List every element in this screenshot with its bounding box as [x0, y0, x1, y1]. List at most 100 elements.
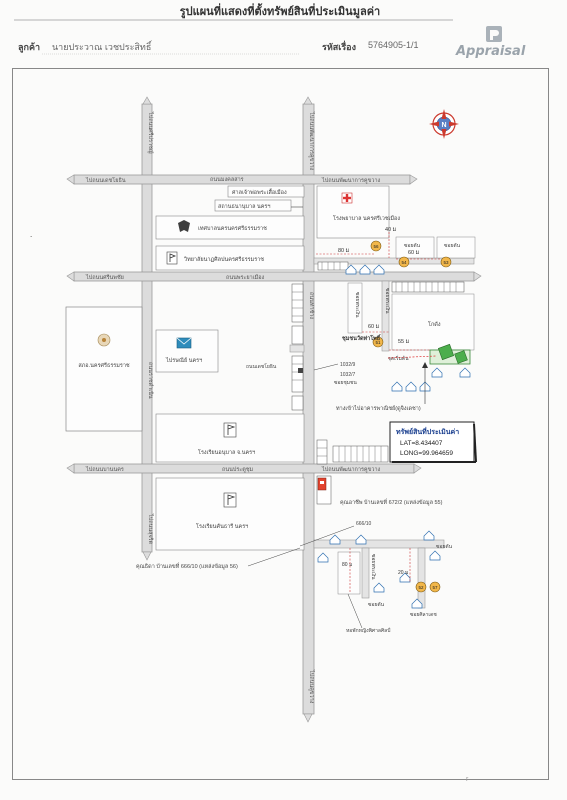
lane-bottom-branch-1 [361, 547, 370, 599]
post-office-block [155, 329, 219, 373]
distance-20: 20 ม [398, 570, 408, 576]
page-title: รูปแผนที่แสดงที่ตั้งทรัพย์สินที่ประเมินม… [179, 6, 381, 18]
hospital-cross-icon [341, 192, 353, 204]
school-flag-icon [166, 251, 178, 265]
school-flag-icon-2 [223, 422, 237, 438]
leader-1032 [313, 363, 339, 371]
map-frame [12, 68, 549, 780]
shop-block-1 [395, 236, 435, 259]
shrine-block [227, 185, 305, 198]
data-source-markers: 56 54 53 51 52 57 [370, 240, 452, 593]
shop-block-2 [436, 236, 476, 259]
road-label-top-right: ไปถนนพัฒนาการคูขวาง [321, 177, 381, 184]
garuda-emblem-icon [178, 220, 190, 232]
pawnshop-block [214, 199, 292, 212]
house-icons [317, 264, 471, 609]
footer-mark: r [466, 776, 469, 783]
hospital-label: โรงพยาบาล นครศรีเวชเมือง [333, 214, 400, 222]
dormitory-block [337, 551, 361, 595]
compass-letter: N [441, 122, 446, 129]
road-vertical-left [141, 96, 153, 561]
house-666-10-tag: 666/10 [356, 521, 372, 527]
road-label-vert-left-top: ไปถนนศรีปราชญ์ [147, 111, 154, 154]
road-label-vert-left-bottom: ไปถนนสุจริต [147, 513, 154, 545]
distance-60a: 60 ม [408, 250, 420, 256]
shop-icon-red [317, 477, 327, 491]
road-horizontal-bottom [66, 463, 422, 474]
appraisal-logo-text: Appraisal [456, 44, 526, 59]
lane-top-right [313, 257, 475, 265]
post-office-label: ไปรษณีย์ นครฯ [165, 357, 202, 364]
appraisal-logo: Appraisal [456, 24, 546, 64]
leader-666-10 [299, 525, 355, 547]
appraisal-logo-icon [486, 26, 502, 42]
marker-57: 57 [432, 585, 438, 590]
callout-long: LONG=99.964659 [400, 450, 453, 457]
house-marker-square [298, 368, 303, 373]
house-1032-9: 1032/9 [340, 362, 356, 368]
north-compass-icon [429, 109, 459, 139]
soi-note: ซอยชุมชน [334, 380, 357, 386]
road-horizontal-middle [66, 271, 482, 282]
alley-label-1: ซอยพระเงิน [354, 292, 361, 318]
ref-value: 5764905-1/1 [368, 40, 419, 50]
warehouse-block [391, 293, 475, 351]
header-row: ลูกค้า นายประวาณ เวชประสิทธิ์ รหัสเรื่อง… [14, 40, 544, 64]
marker-51: 51 [375, 340, 381, 345]
road-label-bottom-right: ไปถนนพัฒนาการคูขวาง [321, 466, 381, 473]
customer-label: ลูกค้า [18, 42, 41, 52]
dead-end-label-bottom-1: ซอยตัน [436, 544, 453, 550]
shop-666-10-label: คุณธิดา บ้านเลขที่ 666/10 (แหล่งข้อมูล 5… [136, 562, 238, 570]
pawnshop-label: สถานธนานุบาล นครฯ [218, 203, 270, 210]
pra-ngoen-block [347, 282, 363, 334]
kindergarten-block [155, 413, 305, 463]
road-horizontal-top [66, 174, 418, 185]
city-hall-label: เทศบาลนครนครศรีธรรมราช [198, 225, 267, 232]
soi-label: ซอยพระเงิน [384, 288, 391, 314]
distance-80b: 80 ม [342, 562, 352, 568]
measure-lines-bottom [349, 548, 411, 592]
temple-alley-label: ชุมชนวัดท่าโพธิ์ [342, 334, 381, 342]
road-vertical-right [302, 96, 315, 723]
roadside-label: ถนนเดชโยธิน [246, 363, 277, 370]
callout-lat: LAT=8.434407 [400, 440, 443, 447]
dead-end-label-bottom-2: ซอยตัน [368, 602, 385, 608]
district-office-emblem-icon [97, 333, 111, 347]
row-house-dividers [292, 262, 457, 462]
point-start-label: จุดเริ่มต้น [388, 355, 409, 362]
row-houses-top [291, 261, 465, 505]
marker-53: 53 [443, 260, 449, 265]
road-label-top-left: ไปถนนเดชโยธิน [85, 176, 126, 184]
lane-bottom [313, 539, 445, 549]
kindergarten-label: โรงเรียนอนุบาล จ.นครฯ [198, 448, 255, 456]
warehouse-label: โกดัง [428, 320, 441, 328]
shrine-label: ศาลเจ้าพ่อพระเสื้อเมือง [232, 188, 287, 196]
stray-mark: . [30, 230, 32, 239]
road-label-mid-mid: ถนนพระยาเมือง [226, 274, 265, 281]
road-label-mid-left: ไปถนนศรีนพชัย [85, 274, 124, 281]
petrol-label: ซอยศิลาเดช [410, 611, 437, 618]
marker-52: 52 [418, 585, 424, 590]
distance-55: 55 ม [398, 339, 410, 345]
subject-route-line [387, 355, 437, 359]
road-label-top-mid: ถนนมงคลสาร [210, 176, 244, 183]
ref-label: รหัสเรื่อง [322, 42, 356, 52]
leader-condo [347, 593, 363, 629]
marker-54: 54 [401, 260, 407, 265]
lane-left-short [289, 344, 305, 353]
callout-title: ทรัพย์สินที่ประเมินค่า [396, 426, 459, 436]
college-label: วิทยาลัยนาฏศิลปนครศรีธรรมราช [183, 256, 264, 263]
distance-40: 40 ม [385, 227, 397, 233]
leader-666-10-b [247, 547, 301, 567]
catholic-school-block [155, 477, 305, 551]
soi-pra-ngoen [381, 280, 390, 352]
lane-bottom-branch-2 [417, 547, 426, 609]
envelope-icon [176, 337, 192, 349]
hospital-block [316, 185, 390, 239]
city-hall-block [155, 215, 305, 240]
distance-60b: 60 ม [368, 324, 380, 330]
path-arrow-head [422, 362, 428, 368]
distance-80: 80 ม [338, 248, 350, 254]
road-label-bottom-mid: ถนนประตูชุม [222, 466, 254, 473]
school-flag-icon-3 [223, 492, 237, 508]
